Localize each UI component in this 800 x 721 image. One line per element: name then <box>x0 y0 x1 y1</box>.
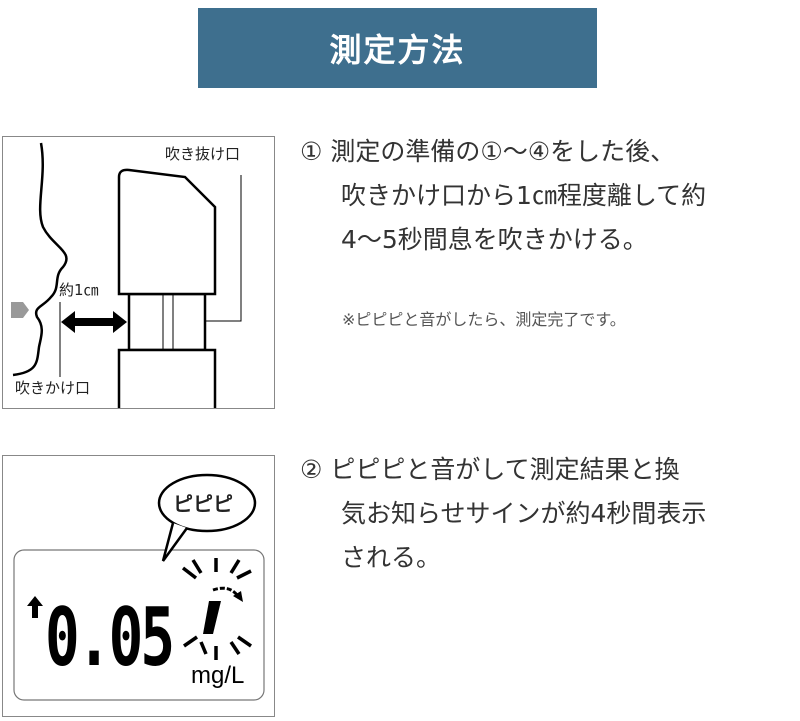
breathalyzer-diagram <box>11 142 242 408</box>
step-1-line: ① 測定の準備の①～④をした後、 <box>300 137 676 166</box>
figure-blowing-illustration: 吹き抜け口 約1㎝ 吹きかけ口 <box>2 136 275 409</box>
lcd-diagram <box>13 473 265 701</box>
beep-bubble-text: ピピピ <box>173 492 233 516</box>
outlet-label: 吹き抜け口 <box>165 145 241 163</box>
step-1-line: 吹きかけ口から1㎝程度離して約 <box>341 181 707 210</box>
distance-label: 約1㎝ <box>59 279 99 300</box>
lcd-reading: 0.05 <box>45 591 175 684</box>
step-2-text: ② ピピピと音がして測定結果と換 気お知らせサインが約4秒間表示 される。 <box>300 448 706 580</box>
figure-display-result: ピピピ 0.05 mg/L <box>2 455 275 717</box>
lcd-unit: mg/L <box>191 662 245 689</box>
step-2-line: される。 <box>341 543 442 572</box>
step-2-line: ② ピピピと音がして測定結果と換 <box>300 455 680 484</box>
step-1-line: 4～5秒間息を吹きかける。 <box>341 225 648 254</box>
step-2-line: 気お知らせサインが約4秒間表示 <box>341 499 707 528</box>
inlet-label: 吹きかけ口 <box>15 377 91 398</box>
step-1-note: ※ピピピと音がしたら、測定完了です。 <box>342 310 626 329</box>
page-title: 測定方法 <box>198 8 597 88</box>
step-1-text: ① 測定の準備の①～④をした後、 吹きかけ口から1㎝程度離して約 4～5秒間息を… <box>300 130 706 262</box>
